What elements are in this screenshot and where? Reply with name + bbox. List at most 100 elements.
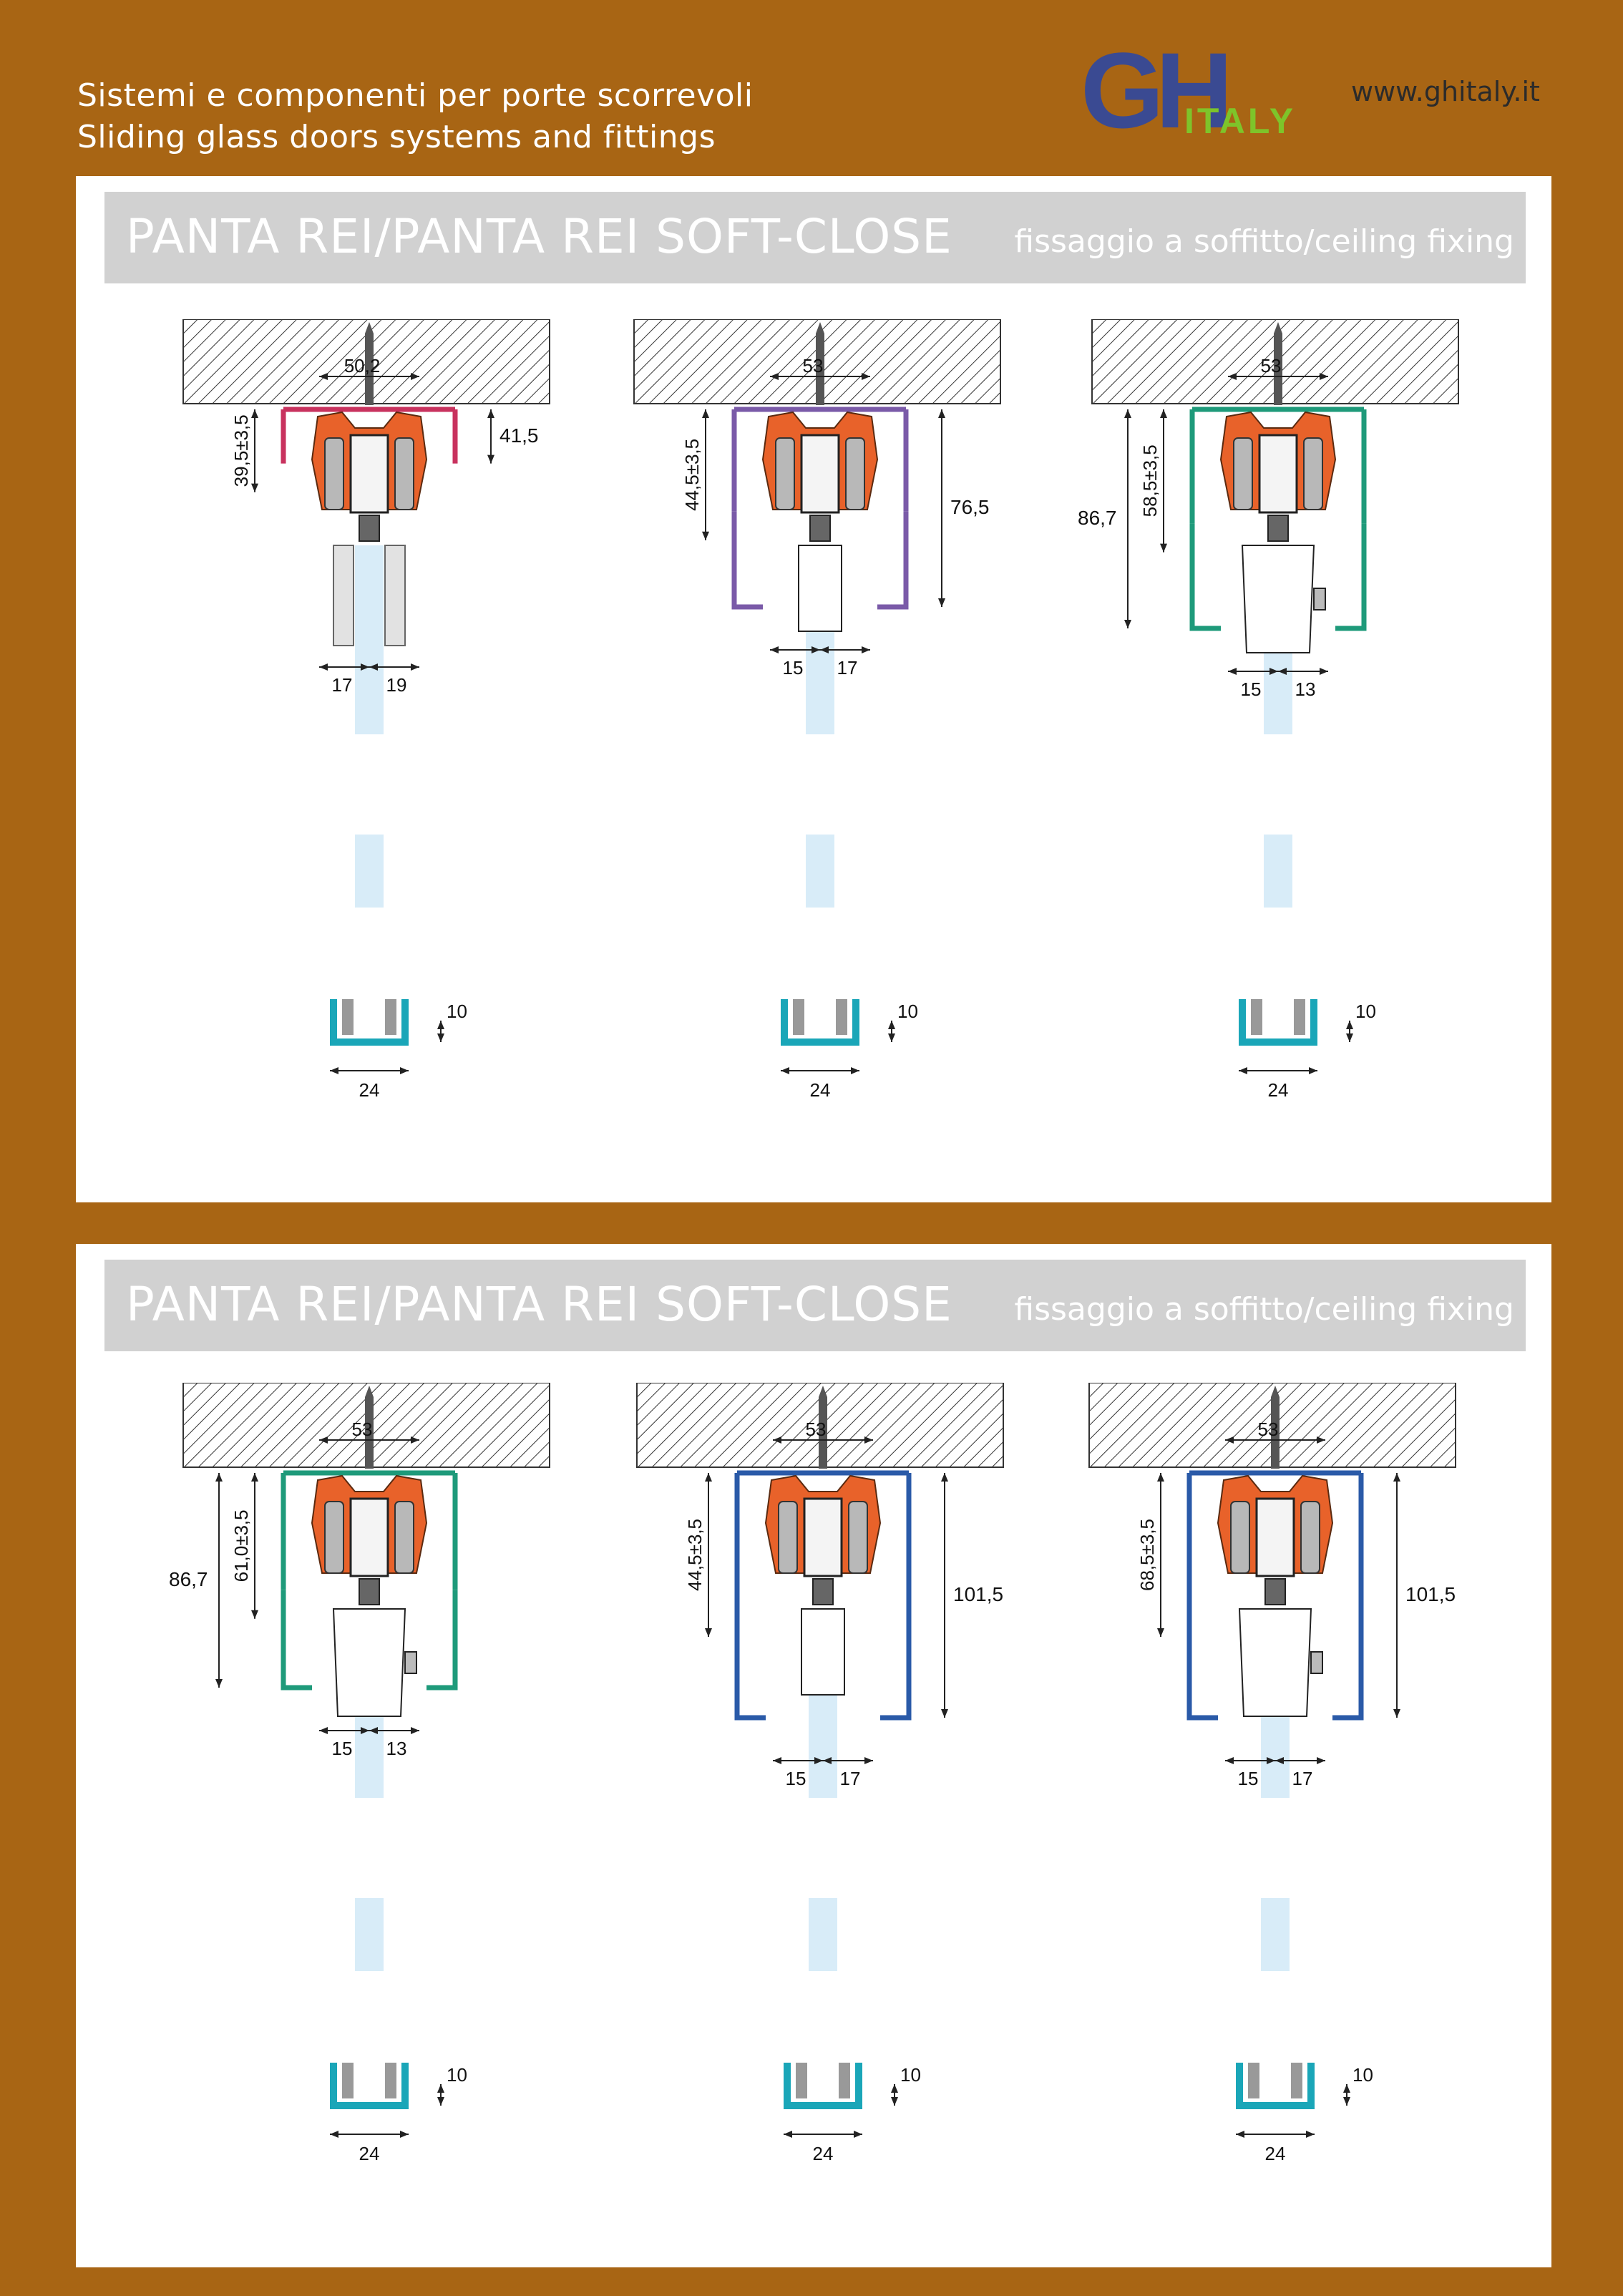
glass-lower bbox=[355, 835, 384, 908]
clamp-body bbox=[1241, 545, 1315, 653]
ceiling-screw bbox=[1274, 334, 1282, 405]
channel-width-label: 24 bbox=[1268, 1079, 1289, 1101]
clamp-bolt bbox=[404, 1651, 417, 1674]
screw-tip bbox=[365, 1386, 374, 1397]
screw-tip bbox=[365, 322, 374, 334]
right-dimension-label: 76,5 bbox=[950, 496, 990, 518]
frame-profile bbox=[1189, 523, 1367, 631]
bottom-right-dimension-label: 17 bbox=[837, 657, 858, 678]
roller-right bbox=[394, 1501, 414, 1574]
roller-right bbox=[848, 1501, 868, 1574]
panel-2: PANTA REI/PANTA REI SOFT-CLOSE fissaggio… bbox=[76, 1244, 1551, 2267]
track-profile bbox=[1189, 407, 1367, 524]
outer-dimension-label: 86,7 bbox=[169, 1568, 208, 1590]
roller-left bbox=[778, 1501, 798, 1574]
channel-width-line-arrows bbox=[330, 1067, 409, 1074]
channel-height-line-arrows bbox=[437, 2084, 444, 2106]
track-profile bbox=[281, 1470, 458, 1590]
screw-tip bbox=[1271, 1386, 1280, 1397]
channel-insert-right bbox=[839, 2063, 850, 2098]
floor-channel bbox=[781, 999, 859, 1046]
threaded-rod bbox=[359, 515, 380, 542]
channel-height-label: 10 bbox=[447, 2064, 467, 2086]
left-dimension-label: 61,0±3,5 bbox=[230, 1509, 252, 1582]
panel-1: PANTA REI/PANTA REI SOFT-CLOSE fissaggio… bbox=[76, 176, 1551, 1202]
channel-width-line-arrows bbox=[330, 2131, 409, 2138]
channel-height-line-arrows bbox=[888, 1021, 895, 1042]
panel-2-subtitle: fissaggio a soffitto/ceiling fixing bbox=[1014, 1291, 1514, 1328]
clamp-plate-left bbox=[333, 545, 354, 646]
channel-insert-left bbox=[342, 999, 354, 1035]
channel-insert-left bbox=[793, 999, 804, 1035]
roller-left bbox=[324, 1501, 344, 1574]
website-url[interactable]: www.ghitaly.it bbox=[1351, 76, 1540, 107]
frame-profile bbox=[1186, 1608, 1364, 1721]
channel-width-line-arrows bbox=[1239, 1067, 1317, 1074]
threaded-rod bbox=[1267, 515, 1289, 542]
bottom-right-dimension-label: 13 bbox=[386, 1738, 407, 1759]
glass-lower bbox=[806, 835, 834, 908]
roller-left bbox=[324, 437, 344, 510]
bottom-left-dimension-label: 15 bbox=[1241, 678, 1262, 700]
ceiling-screw bbox=[816, 334, 824, 405]
screw-tip bbox=[816, 322, 824, 334]
top-dimension-label: 50,2 bbox=[344, 355, 381, 376]
channel-height-line-arrows bbox=[1343, 2084, 1350, 2106]
track-profile bbox=[1186, 1470, 1364, 1608]
channel-insert-left bbox=[342, 2063, 354, 2098]
roller-left bbox=[1233, 437, 1253, 510]
glass-upper bbox=[355, 545, 384, 734]
floor-channel bbox=[330, 999, 409, 1046]
ghitaly-logo: GH ITALY bbox=[1081, 42, 1296, 142]
panel-1-title: PANTA REI/PANTA REI SOFT-CLOSE bbox=[126, 209, 952, 264]
channel-height-line-arrows bbox=[437, 1021, 444, 1042]
header-line-1: Sistemi e componenti per porte scorrevol… bbox=[77, 77, 754, 114]
top-dimension-label: 53 bbox=[1261, 355, 1282, 376]
channel-width-line-arrows bbox=[1236, 2131, 1315, 2138]
channel-height-line-arrows bbox=[1346, 1021, 1353, 1042]
top-dimension-label: 53 bbox=[352, 1419, 373, 1440]
channel-width-label: 24 bbox=[359, 2143, 380, 2164]
ceiling-screw bbox=[1271, 1397, 1280, 1469]
bottom-left-dimension-label: 17 bbox=[332, 674, 353, 696]
logo-italy-text: ITALY bbox=[1184, 101, 1296, 141]
hex-nut bbox=[1255, 1497, 1295, 1577]
track-profile bbox=[731, 407, 909, 512]
panel-1-title-bar: PANTA REI/PANTA REI SOFT-CLOSE fissaggio… bbox=[104, 192, 1526, 283]
threaded-rod bbox=[359, 1578, 380, 1605]
channel-insert-left bbox=[796, 2063, 807, 2098]
channel-insert-right bbox=[385, 2063, 396, 2098]
floor-channel bbox=[1236, 2063, 1315, 2109]
top-dimension-label: 53 bbox=[806, 1419, 827, 1440]
glass-lower bbox=[355, 1898, 384, 1971]
channel-insert-right bbox=[385, 999, 396, 1035]
glass-lower bbox=[1264, 835, 1292, 908]
bottom-left-dimension-label: 15 bbox=[1238, 1768, 1259, 1789]
clamp-bolt bbox=[1310, 1651, 1323, 1674]
outer-dimension-label: 86,7 bbox=[1078, 507, 1117, 529]
right-dimension-label: 101,5 bbox=[953, 1583, 1003, 1605]
left-dimension-label: 58,5±3,5 bbox=[1139, 444, 1161, 517]
ceiling-screw bbox=[365, 1397, 374, 1469]
left-dimension-line-arrows bbox=[251, 409, 258, 492]
roller-right bbox=[1300, 1501, 1320, 1574]
channel-width-label: 24 bbox=[813, 2143, 834, 2164]
hex-nut bbox=[1258, 434, 1298, 514]
channel-width-line-arrows bbox=[781, 1067, 859, 1074]
bottom-right-dimension-label: 19 bbox=[386, 674, 407, 696]
frame-profile bbox=[281, 1590, 458, 1691]
bottom-right-dimension-label: 17 bbox=[1292, 1768, 1313, 1789]
header-line-2: Sliding glass doors systems and fittings bbox=[77, 119, 716, 155]
frame-profile bbox=[731, 511, 909, 610]
left-dimension-label: 44,5±3,5 bbox=[684, 1519, 706, 1591]
floor-channel bbox=[330, 2063, 409, 2109]
left-dimension-label: 68,5±3,5 bbox=[1136, 1519, 1158, 1591]
channel-insert-left bbox=[1251, 999, 1262, 1035]
roller-right bbox=[845, 437, 865, 510]
threaded-rod bbox=[1264, 1578, 1286, 1605]
